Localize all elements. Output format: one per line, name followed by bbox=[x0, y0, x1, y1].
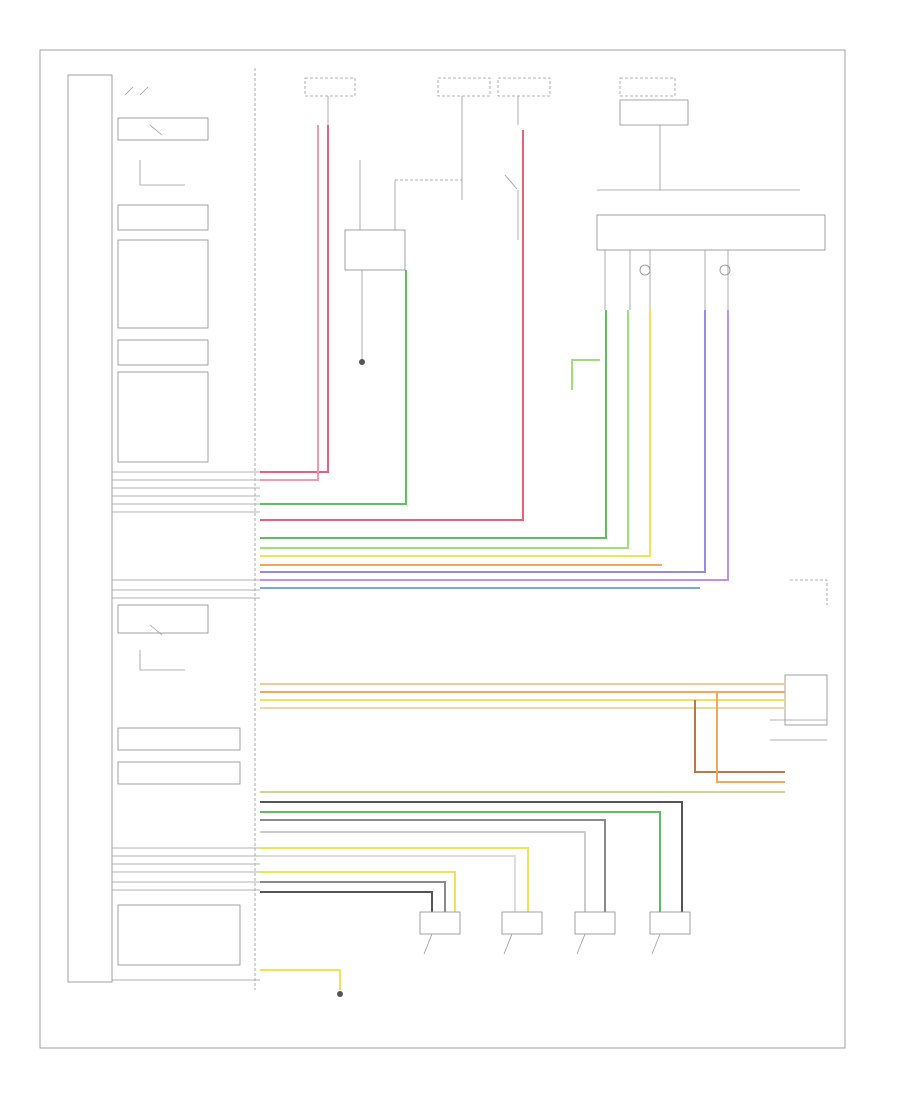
abs-control-module bbox=[67, 68, 260, 990]
wires-upper bbox=[260, 125, 729, 589]
right-connectors bbox=[770, 579, 828, 741]
power-feeds bbox=[304, 77, 826, 365]
wires-middle bbox=[260, 674, 828, 793]
wires-lower bbox=[260, 801, 691, 997]
diagram-frame bbox=[39, 49, 846, 1049]
